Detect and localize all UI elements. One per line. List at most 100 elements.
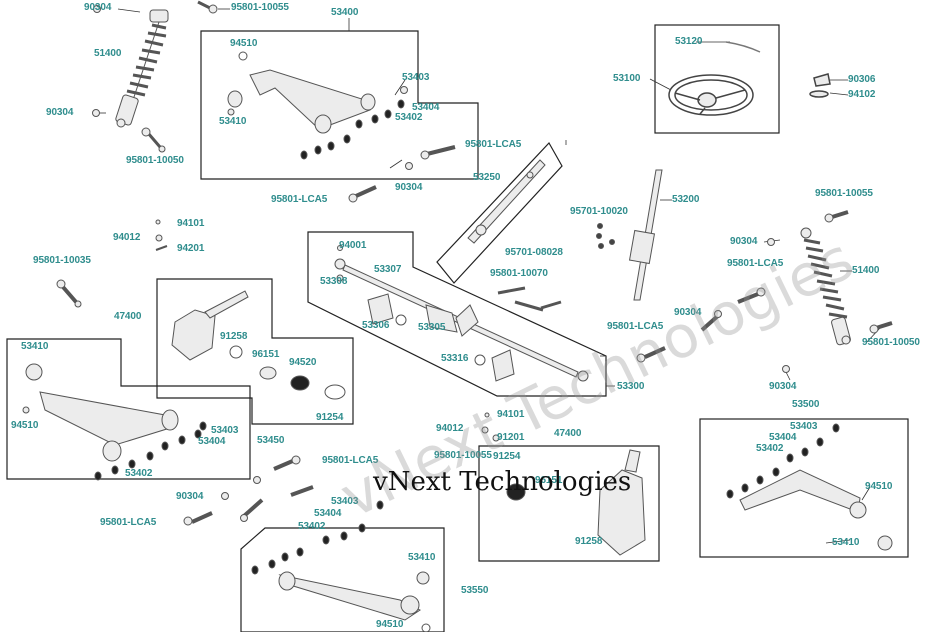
- part-label: 95801-10055: [815, 188, 873, 199]
- part-label: 95801-10050: [126, 155, 184, 166]
- part-label: 95801-LCA5: [727, 258, 784, 269]
- part-label: 94101: [177, 218, 205, 229]
- steering-wheel: [668, 41, 831, 116]
- steering-rack-53300: [334, 245, 589, 382]
- part-label: 94012: [436, 423, 464, 434]
- part-label: 53300: [617, 381, 645, 392]
- part-label: 90304: [84, 2, 112, 13]
- part-label: 53402: [756, 443, 784, 454]
- part-label: 91258: [575, 536, 603, 547]
- group-outline-53100: [654, 24, 780, 134]
- part-label: 53404: [198, 436, 226, 447]
- part-label: 94001: [339, 240, 367, 251]
- part-label: 91258: [220, 331, 248, 342]
- group-outline-53500: [699, 418, 909, 558]
- part-label: 53410: [21, 341, 49, 352]
- upper-a-arm-53400: [227, 51, 408, 160]
- part-label: 95801-LCA5: [607, 321, 664, 332]
- part-label: 51400: [852, 265, 880, 276]
- part-label: 51400: [94, 48, 122, 59]
- part-label: 90304: [730, 236, 758, 247]
- part-label: 53200: [672, 194, 700, 205]
- part-label: 94101: [497, 409, 525, 420]
- part-label: 47400: [114, 311, 142, 322]
- knuckle-left: [171, 290, 346, 400]
- part-label: 90304: [46, 107, 74, 118]
- part-label: 94201: [177, 243, 205, 254]
- part-label: 95801-LCA5: [465, 139, 522, 150]
- part-label: 53403: [402, 72, 430, 83]
- part-label: 90304: [395, 182, 423, 193]
- part-label: 53410: [408, 552, 436, 563]
- part-label: 53120: [675, 36, 703, 47]
- steering-column-53250: [467, 159, 546, 244]
- part-label: 53403: [331, 496, 359, 507]
- part-label: 53305: [418, 322, 446, 333]
- part-label: 53400: [331, 7, 359, 18]
- part-label: 53100: [613, 73, 641, 84]
- group-outline-53400: [200, 30, 479, 180]
- group-outline-47400a: [156, 278, 354, 425]
- part-label: 53316: [441, 353, 469, 364]
- group-outline-53550: [240, 527, 445, 632]
- watermark-company: vNext Technologies: [373, 467, 632, 497]
- part-label: 94510: [230, 38, 258, 49]
- part-label: 53500: [792, 399, 820, 410]
- part-label: 94520: [289, 357, 317, 368]
- knuckle-right: [481, 412, 646, 556]
- shock-absorber-left: [115, 9, 169, 128]
- part-label: 53403: [790, 421, 818, 432]
- part-label: 53402: [125, 468, 153, 479]
- part-label: 90304: [674, 307, 702, 318]
- group-outline-53250: [436, 141, 563, 284]
- part-label: 53404: [412, 102, 440, 113]
- part-label: 95801-10070: [490, 268, 548, 279]
- part-label: 53308: [320, 276, 348, 287]
- group-outline-47400b: [478, 445, 660, 562]
- part-label: 94102: [848, 89, 876, 100]
- part-label: 53250: [473, 172, 501, 183]
- part-label: 96151: [252, 349, 280, 360]
- part-label: 95801-LCA5: [271, 194, 328, 205]
- part-label: 95801-10050: [862, 337, 920, 348]
- part-label: 53306: [362, 320, 390, 331]
- lower-a-arm-53450: [22, 363, 207, 481]
- part-label: 94510: [11, 420, 39, 431]
- part-label: 47400: [554, 428, 582, 439]
- part-label: 91254: [316, 412, 344, 423]
- part-label: 94012: [113, 232, 141, 243]
- part-label: 95701-08028: [505, 247, 563, 258]
- part-label: 53403: [211, 425, 239, 436]
- lower-a-arm-53550: [251, 500, 431, 632]
- steering-shaft-53200: [596, 169, 663, 301]
- part-label: 53410: [832, 537, 860, 548]
- part-label: 95701-10020: [570, 206, 628, 217]
- part-label: 96151: [535, 475, 563, 486]
- part-label: 91201: [497, 432, 525, 443]
- part-label: 95801-LCA5: [100, 517, 157, 528]
- part-label: 53410: [219, 116, 247, 127]
- part-label: 53450: [257, 435, 285, 446]
- part-label: 53307: [374, 264, 402, 275]
- part-label: 53402: [395, 112, 423, 123]
- part-label: 95801-10035: [33, 255, 91, 266]
- part-label: 95801-10055: [434, 450, 492, 461]
- part-label: 95801-LCA5: [322, 455, 379, 466]
- part-label: 94510: [376, 619, 404, 630]
- part-label: 53402: [298, 521, 326, 532]
- part-label: 94510: [865, 481, 893, 492]
- part-label: 90304: [769, 381, 797, 392]
- group-outline-53300: [307, 231, 607, 397]
- part-label: 91254: [493, 451, 521, 462]
- part-label: 53404: [314, 508, 342, 519]
- part-label: 90304: [176, 491, 204, 502]
- group-outline-53450: [6, 338, 251, 480]
- shock-absorber-right: [800, 227, 851, 346]
- part-label: 53404: [769, 432, 797, 443]
- part-label: 95801-10055: [231, 2, 289, 13]
- part-label: 53550: [461, 585, 489, 596]
- lower-a-arm-53500: [726, 423, 893, 551]
- part-label: 90306: [848, 74, 876, 85]
